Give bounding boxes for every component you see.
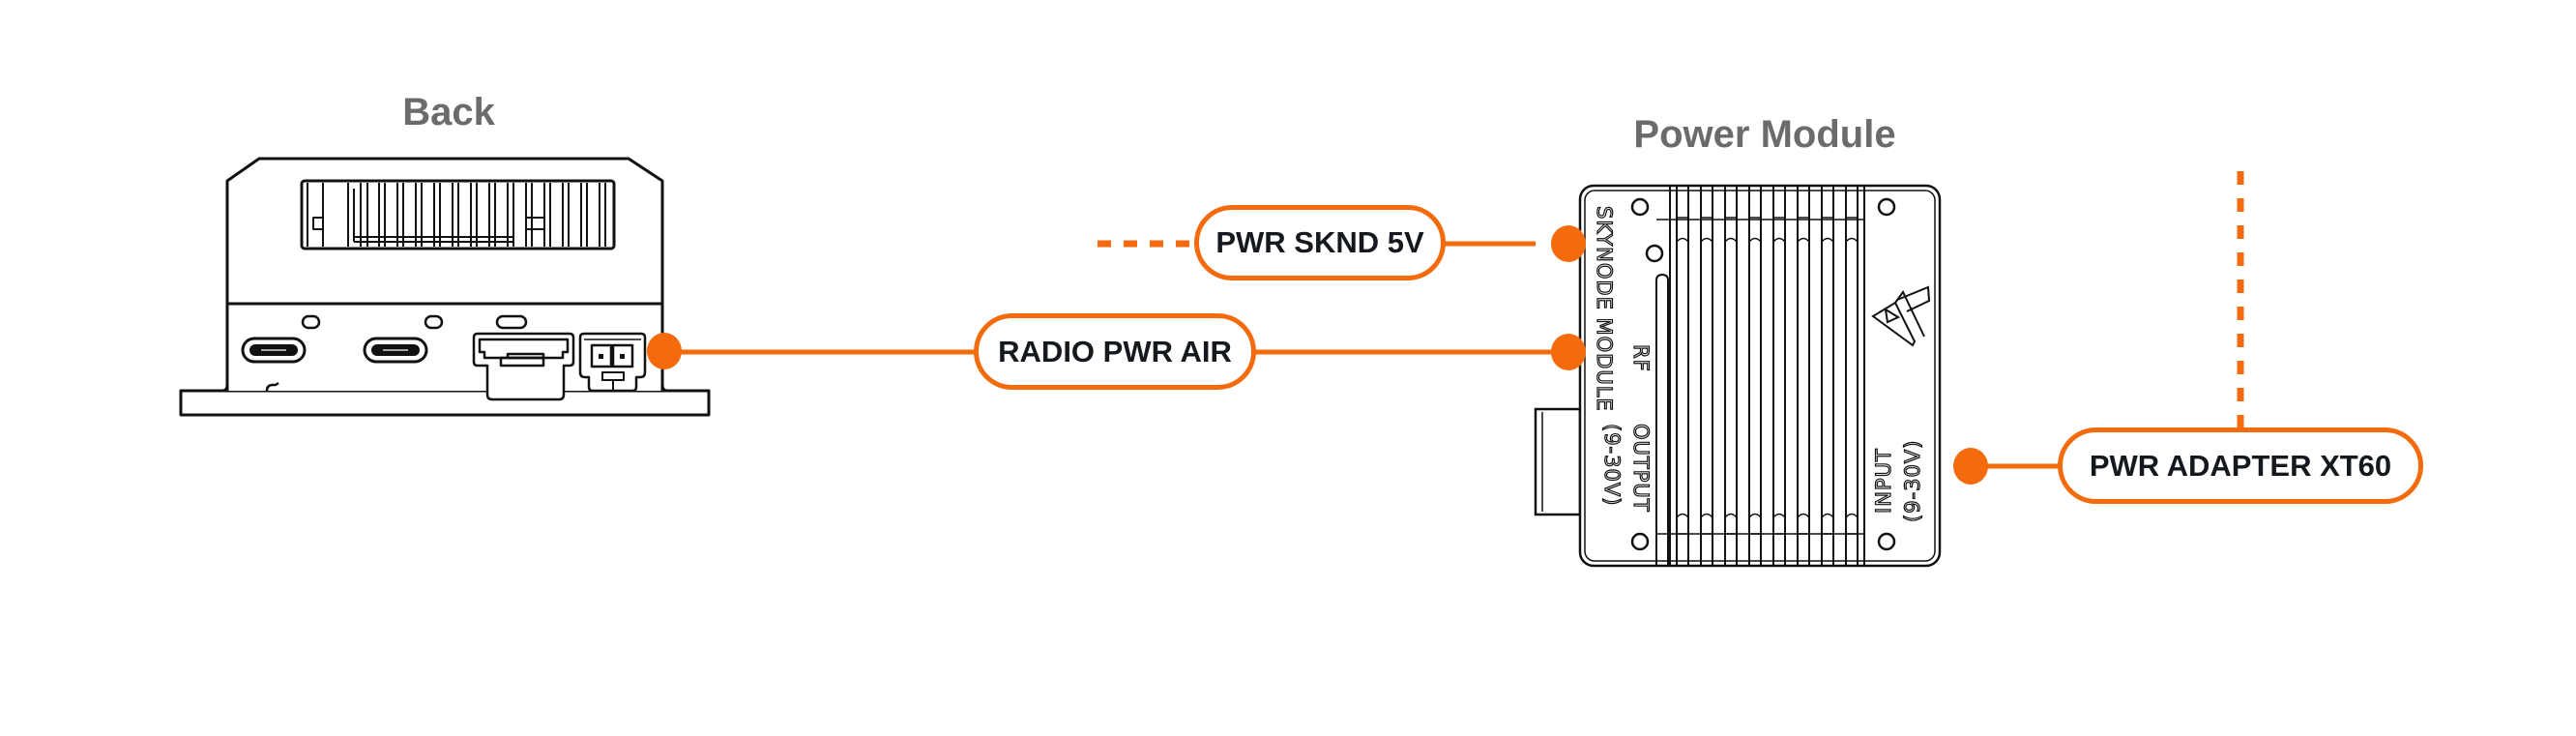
back-device-base-plate	[179, 389, 711, 417]
mounting-hole	[1877, 532, 1896, 551]
heatsink-fin	[1797, 186, 1810, 566]
input-range-label: (9-30V)	[1901, 440, 1924, 522]
power-module-device: SKYNODE MODULE RF OUTPUT (9-30V) INPUT (…	[1534, 184, 1942, 568]
rf-label: RF	[1629, 344, 1653, 372]
heatsink-fin	[1772, 186, 1786, 566]
power-module-fins	[1656, 186, 1865, 566]
heatsink-fin	[1700, 186, 1713, 566]
led-indicator	[424, 314, 444, 330]
heatsink-fin	[1821, 186, 1834, 566]
usb-c-port-2	[363, 337, 428, 364]
connection-lines	[647, 171, 2244, 485]
back-device	[179, 157, 711, 417]
title-back: Back	[402, 91, 495, 133]
power-connector	[578, 332, 647, 393]
back-heatsink	[300, 179, 616, 250]
mounting-hole	[1645, 244, 1664, 263]
usb-c-port-1	[241, 337, 307, 364]
radio-pwr-module-dot	[1551, 334, 1586, 370]
pwr-sknd-connector-dot	[1551, 225, 1586, 262]
led-indicator	[495, 314, 528, 330]
heatsink-fin	[1724, 186, 1738, 566]
input-label: INPUT	[1872, 448, 1895, 514]
heatsink-fin	[1845, 186, 1859, 566]
skynode-module-label: SKYNODE MODULE	[1593, 206, 1616, 412]
mounting-hole	[1630, 197, 1650, 217]
label-pwr-sknd-5v: PWR SKND 5V	[1194, 205, 1446, 280]
label-pwr-adapter-xt60: PWR ADAPTER XT60	[2058, 427, 2423, 504]
output-label: OUTPUT	[1629, 424, 1653, 513]
led-indicator	[301, 314, 321, 330]
mounting-hole	[1630, 532, 1650, 551]
mounting-hole	[1877, 197, 1896, 217]
label-radio-pwr-air: RADIO PWR AIR	[974, 313, 1256, 390]
usb-a-port	[472, 332, 575, 401]
heatsink-fin	[1748, 186, 1762, 566]
radio-pwr-back-dot	[647, 333, 682, 369]
brand-logo-icon	[1871, 285, 1931, 347]
output-range-label: (9-30V)	[1600, 424, 1624, 506]
heatsink-fin	[1676, 186, 1689, 566]
pwr-adapter-connector-dot	[1953, 448, 1988, 485]
title-power-module: Power Module	[1633, 113, 1896, 156]
